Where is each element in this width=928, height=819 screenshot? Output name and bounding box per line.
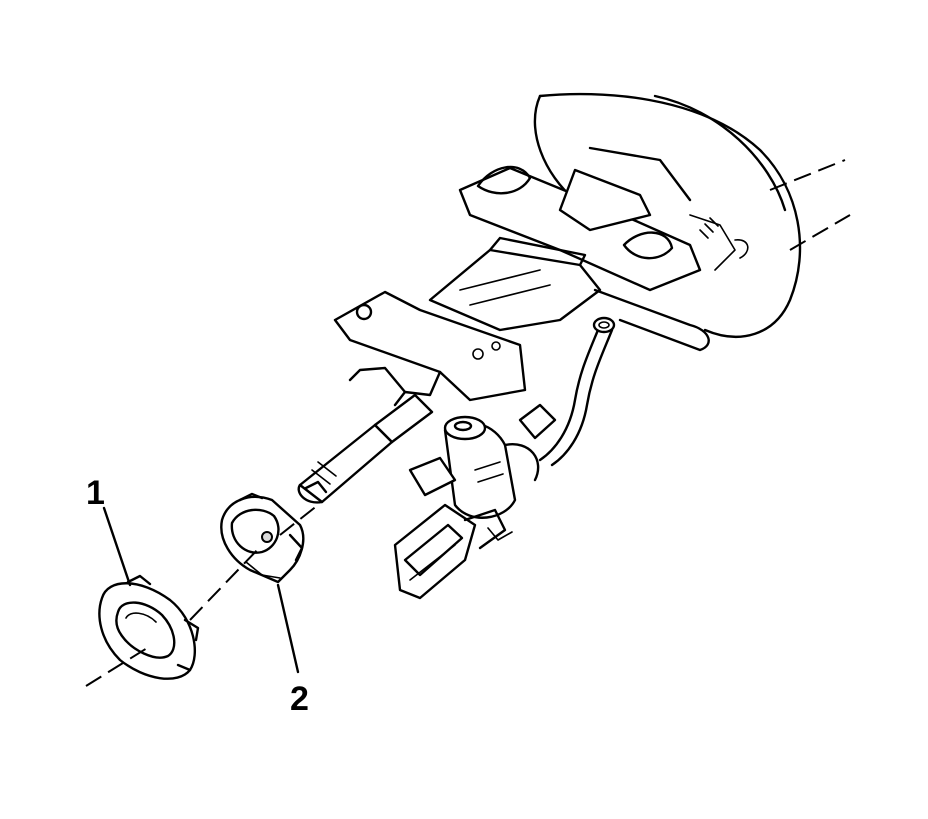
assembly-centerline bbox=[85, 504, 319, 687]
part-1-trim-ring bbox=[98, 574, 200, 680]
callout-label-2: 2 bbox=[290, 680, 309, 718]
adjust-motor bbox=[408, 415, 540, 519]
part-2-lock-housing bbox=[220, 492, 305, 584]
wiring-harness bbox=[518, 316, 616, 467]
steering-shaft bbox=[297, 393, 434, 504]
lower-mounting-bracket bbox=[333, 290, 527, 407]
upper-support-bracket bbox=[458, 146, 749, 292]
callout-label-1: 1 bbox=[86, 474, 105, 512]
leader-line-1 bbox=[102, 506, 132, 587]
leader-line-2 bbox=[276, 583, 300, 674]
column-jacket bbox=[428, 236, 710, 352]
electrical-connector bbox=[393, 503, 513, 600]
instrument-panel-outline bbox=[533, 92, 851, 338]
